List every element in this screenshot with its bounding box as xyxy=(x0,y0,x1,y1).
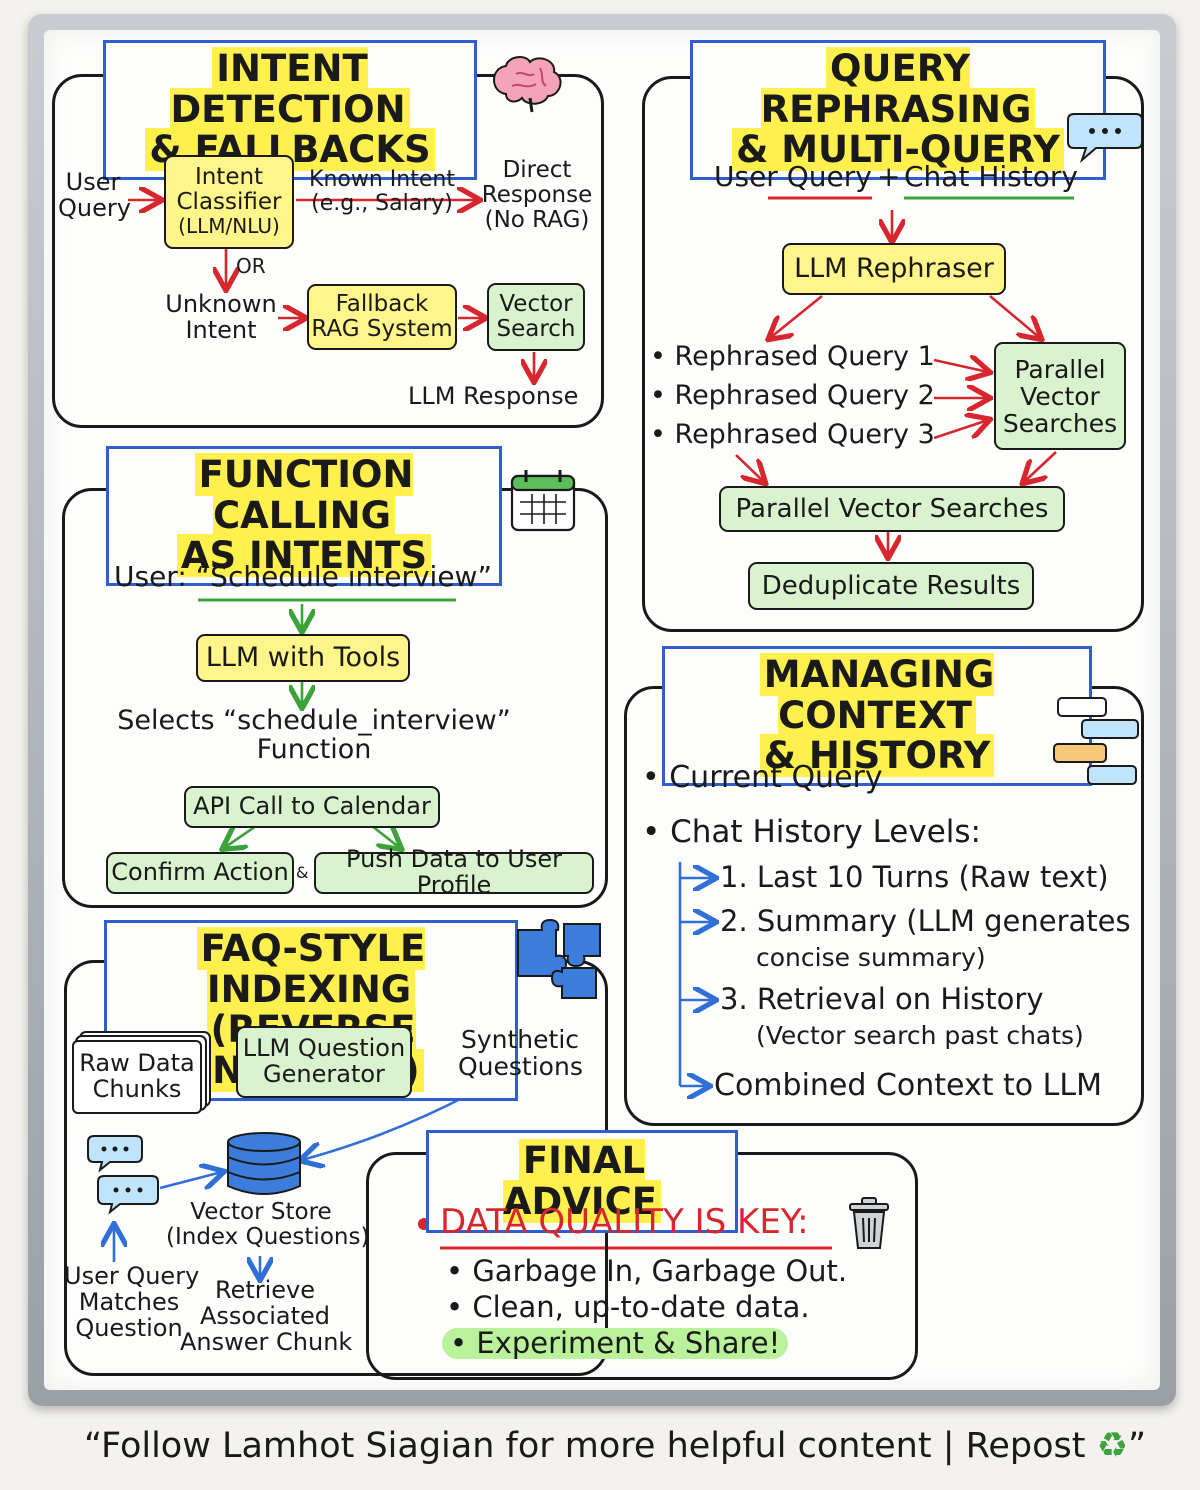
context-level-1: 1. Last 10 Turns (Raw text) xyxy=(720,860,1109,894)
context-level-3a: 3. Retrieval on History xyxy=(720,982,1044,1016)
context-level-2b: concise summary) xyxy=(756,943,986,972)
context-combined: Combined Context to LLM xyxy=(714,1068,1102,1103)
parallel-searches-box: Parallel Vector Searches xyxy=(719,486,1065,532)
intent-llm-response: LLM Response xyxy=(408,382,579,410)
vector-store: Vector Store(Index Questions) xyxy=(166,1199,370,1250)
brain-icon xyxy=(493,56,562,113)
advice-bullet-2: • Clean, up-to-date data. xyxy=(446,1290,810,1324)
chat-bubble-icon xyxy=(1067,113,1143,164)
deduplicate-box: Deduplicate Results xyxy=(748,562,1034,610)
rephraser-box: LLM Rephraser xyxy=(782,243,1006,295)
rephrased-query-1: • Rephrased Query 1 xyxy=(650,341,935,372)
rephrase-title: QUERY REPHRASING & MULTI-QUERY xyxy=(690,40,1106,181)
rephrased-query-3: • Rephrased Query 3 xyxy=(650,419,935,450)
trash-icon xyxy=(849,1197,889,1249)
chat-bubbles-icon xyxy=(87,1135,159,1215)
rephrase-chat-history: Chat History xyxy=(904,160,1078,193)
confirm-action-box: Confirm Action xyxy=(106,852,294,894)
intent-or: OR xyxy=(236,254,266,278)
messages-icon xyxy=(1053,697,1139,785)
function-amp: & xyxy=(296,863,309,882)
context-current-query: • Current Query xyxy=(642,760,883,795)
context-level-3b: (Vector search past chats) xyxy=(756,1021,1084,1050)
llm-with-tools-box: LLM with Tools xyxy=(196,634,410,682)
function-selects: Selects “schedule_interview”Function xyxy=(117,705,511,766)
context-levels: • Chat History Levels: xyxy=(642,814,982,850)
rephrase-user-query: User Query xyxy=(714,160,872,193)
intent-known: Known Intent(e.g., Salary) xyxy=(309,167,455,216)
calendar-icon xyxy=(510,470,576,532)
recycle-icon: ♻ xyxy=(1096,1426,1129,1466)
puzzle-icon xyxy=(517,918,601,999)
function-title: FUNCTION CALLING AS INTENTS xyxy=(106,446,502,587)
database-icon xyxy=(227,1132,301,1195)
function-user-request: User: “Schedule interview” xyxy=(114,560,492,593)
rephrase-plus: + xyxy=(877,160,901,193)
advice-bullet-1: • Garbage In, Garbage Out. xyxy=(446,1254,848,1288)
api-call-box: API Call to Calendar xyxy=(184,786,440,828)
rephrased-query-2: • Rephrased Query 2 xyxy=(650,380,935,411)
push-data-box: Push Data to User Profile xyxy=(314,846,594,898)
advice-title: FINAL ADVICE xyxy=(426,1130,738,1234)
data-quality-key: DATA QUALITY IS KEY: xyxy=(440,1202,809,1242)
advice-bullet-3: • Experiment & Share! xyxy=(442,1327,789,1360)
context-title: MANAGING CONTEXT & HISTORY xyxy=(662,646,1092,787)
footer-text: “Follow Lamhot Siagian for more helpful … xyxy=(84,1426,1147,1466)
context-level-2a: 2. Summary (LLM generates xyxy=(720,904,1131,938)
